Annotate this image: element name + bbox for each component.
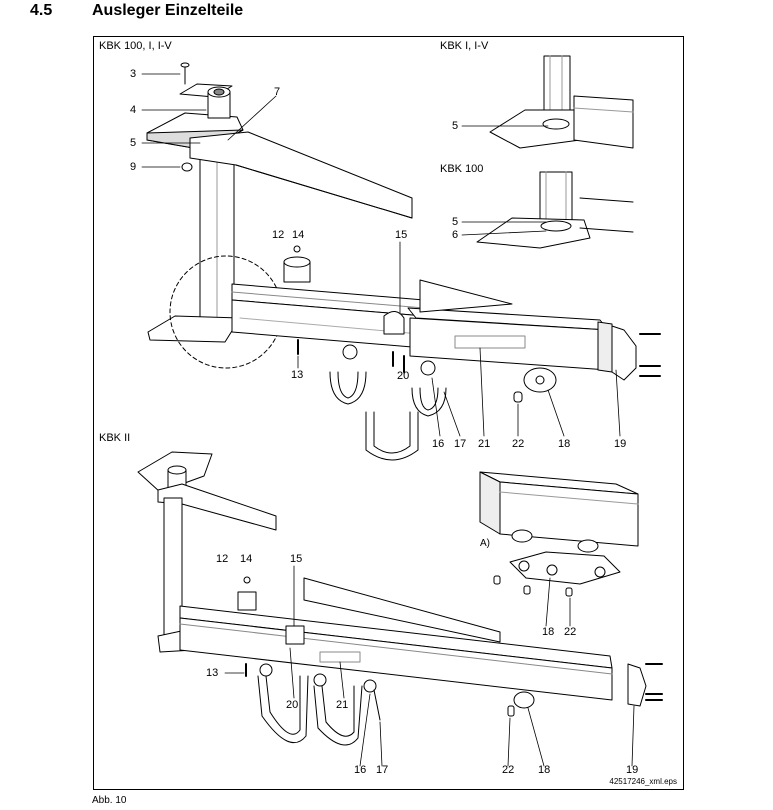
- callout-5-inset-100: 5: [452, 216, 459, 228]
- callout-16: 16: [432, 438, 445, 450]
- callout-19: 19: [614, 438, 627, 450]
- view-label-kbk100: KBK 100: [440, 163, 484, 175]
- leader-lines: [141, 73, 635, 767]
- view-label-kbk-i-iv: KBK I, I-V: [440, 40, 489, 52]
- callout-13: 13: [291, 369, 304, 381]
- callout-21: 21: [478, 438, 491, 450]
- view-label-kbk-ii: KBK II: [99, 432, 131, 444]
- callout-20: 20: [397, 370, 410, 382]
- figure-caption: Abb. 10: [92, 795, 127, 806]
- callout-6: 6: [452, 229, 459, 241]
- callout-18-detail-a: 18: [542, 626, 555, 638]
- callout-18: 18: [558, 438, 571, 450]
- callout-22-detail-a: 22: [564, 626, 577, 638]
- section-number: 4.5: [30, 2, 53, 19]
- figure-frame: [93, 36, 684, 790]
- callout-22-kbk-ii: 22: [502, 764, 515, 776]
- callout-22: 22: [512, 438, 525, 450]
- callout-4: 4: [130, 104, 137, 116]
- view-label-kbk100-i-iv: KBK 100, I, I-V: [99, 40, 172, 52]
- callout-17-kbk-ii: 17: [376, 764, 389, 776]
- callout-7: 7: [274, 86, 281, 98]
- callout-20-kbk-ii: 20: [286, 699, 299, 711]
- callout-21-kbk-ii: 21: [336, 699, 349, 711]
- callout-14-kbk-ii: 14: [240, 553, 253, 565]
- callout-14: 14: [292, 229, 305, 241]
- detail-label-a: A): [480, 538, 490, 549]
- callout-5: 5: [130, 137, 137, 149]
- upper-crane-jib-drawing: [146, 62, 661, 461]
- detail-a-drawing: [479, 471, 639, 597]
- callout-5-inset-i: 5: [452, 120, 459, 132]
- callout-17: 17: [454, 438, 467, 450]
- callout-12-kbk-ii: 12: [216, 553, 229, 565]
- callout-3: 3: [130, 68, 137, 80]
- callout-15: 15: [395, 229, 408, 241]
- callout-16-kbk-ii: 16: [354, 764, 367, 776]
- inset-kbk100-drawing: [476, 171, 634, 249]
- callout-15-kbk-ii: 15: [290, 553, 303, 565]
- section-title: Ausleger Einzelteile: [92, 2, 244, 19]
- inset-kbk-i-drawing: [489, 55, 634, 149]
- callout-9: 9: [130, 161, 137, 173]
- callout-12: 12: [272, 229, 285, 241]
- file-reference: 42517246_xml.eps: [609, 777, 677, 786]
- callout-18-kbk-ii: 18: [538, 764, 551, 776]
- callout-13-kbk-ii: 13: [206, 667, 219, 679]
- callout-19-kbk-ii: 19: [626, 764, 639, 776]
- lower-crane-jib-drawing: [137, 451, 663, 746]
